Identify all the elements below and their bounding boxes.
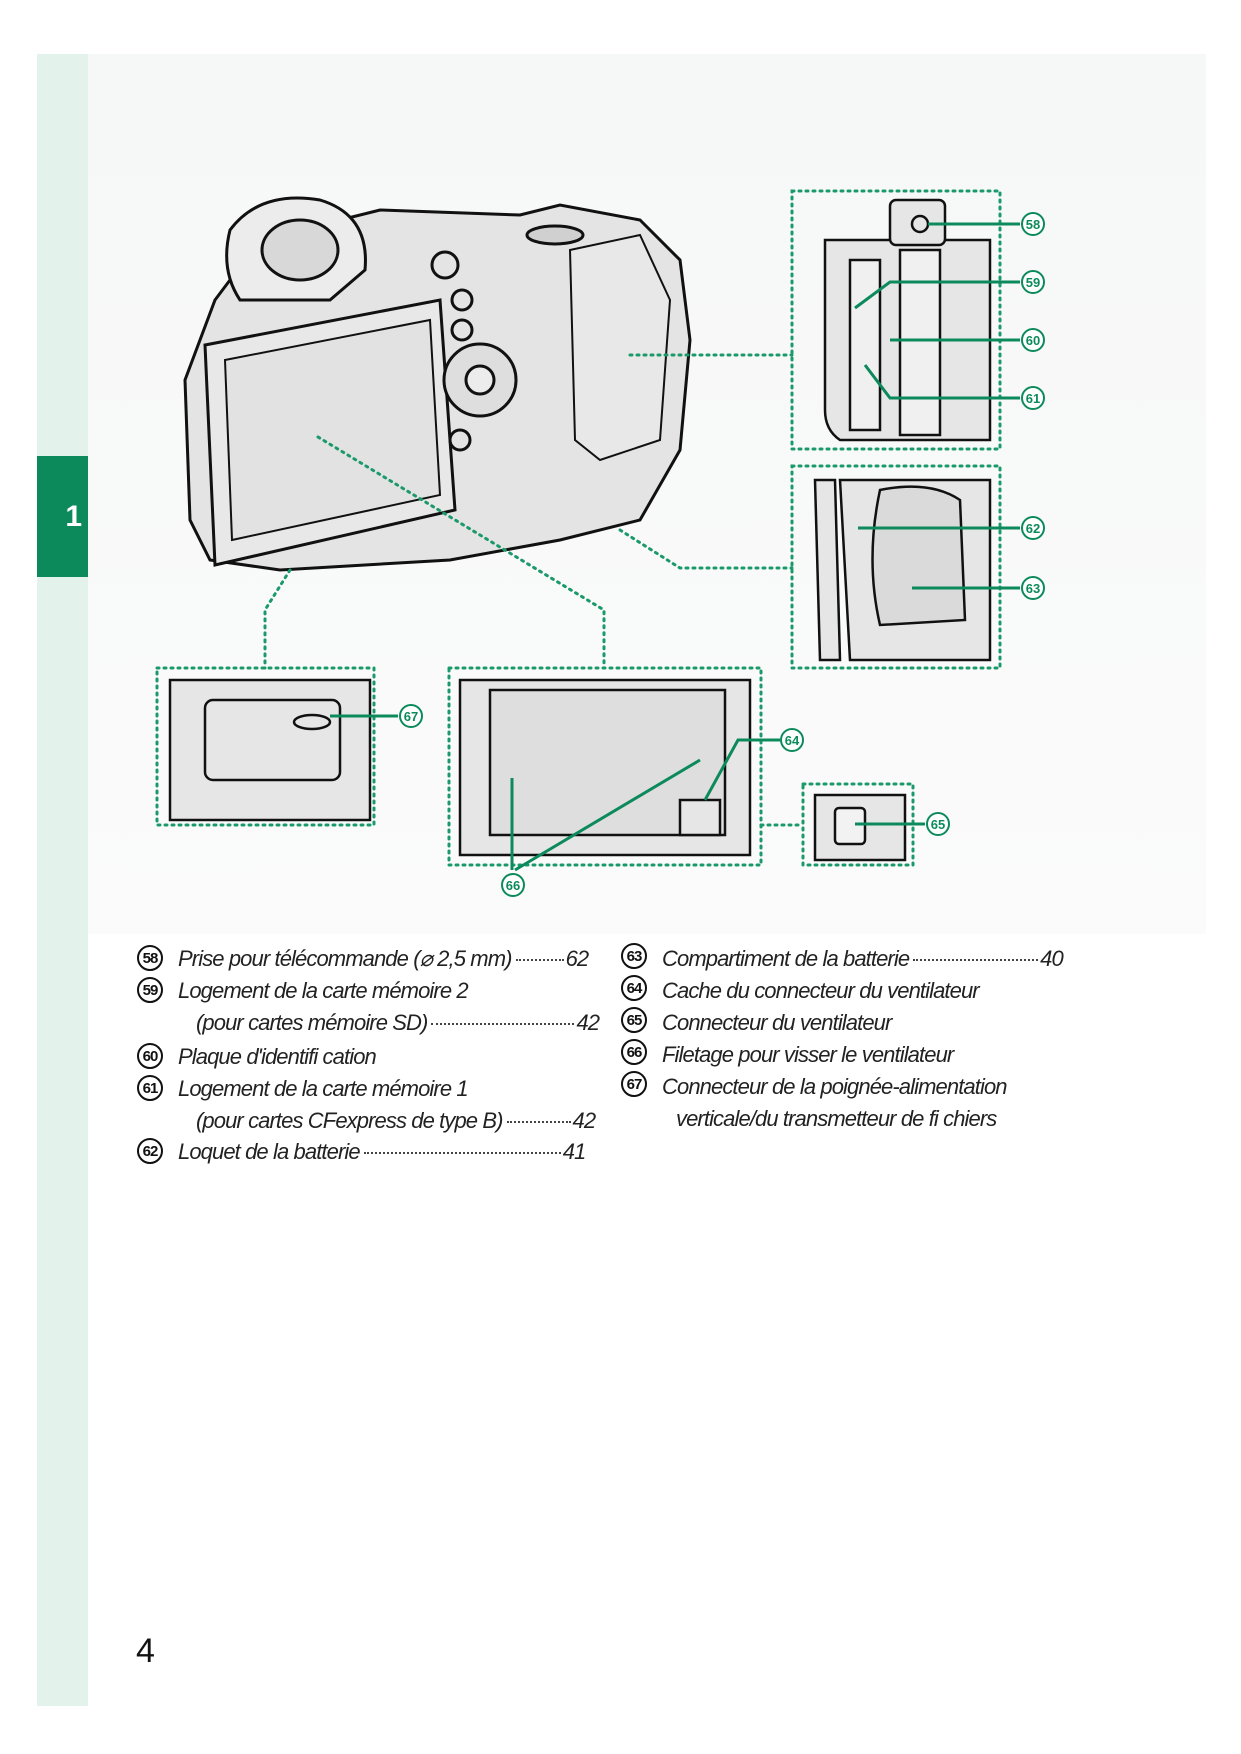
legend-item-61: Logement de la carte mémoire 1: [178, 1076, 469, 1101]
callout-67: 67: [404, 709, 418, 724]
item-number: 59: [137, 977, 163, 1003]
legend-item-61-cont: (pour cartes CFexpress de type B) 42: [196, 1108, 597, 1134]
item-text: Loquet de la batterie: [178, 1139, 361, 1164]
item-text: (pour cartes mémoire SD): [196, 1010, 428, 1035]
legend-item-58: Prise pour télécommande (⌀ 2,5 mm) 62: [178, 946, 590, 972]
callout-59: 59: [1026, 275, 1040, 290]
leader-dots: [363, 1152, 561, 1154]
item-number: 58: [137, 945, 163, 971]
item-text: Compartiment de la batterie: [662, 946, 910, 971]
legend-item-62: Loquet de la batterie 41: [178, 1139, 587, 1165]
callout-61: 61: [1026, 391, 1040, 406]
page-ref: 62: [565, 946, 590, 971]
leader-dots: [913, 959, 1039, 961]
callout-58: 58: [1026, 217, 1040, 232]
leader-dots: [431, 1023, 575, 1025]
leader-dots: [515, 959, 564, 961]
callout-markers: 58 59 60 61 62 63 64 65 66 67: [399, 212, 1045, 897]
camera-rear-illustration: 58 59 60 61 62 63 64 65 66 67: [155, 189, 1045, 897]
leader-dotted-lines: [155, 189, 1002, 867]
page-ref: 42: [572, 1108, 597, 1133]
legend-item-60: Plaque d'identifi cation: [178, 1044, 377, 1069]
item-number: 63: [621, 943, 647, 969]
callout-62: 62: [1026, 521, 1040, 536]
page-ref: 40: [1040, 946, 1064, 971]
item-number: 62: [137, 1138, 163, 1164]
camera-body: [183, 196, 692, 572]
callout-64: 64: [785, 733, 800, 748]
callout-65: 65: [931, 817, 945, 832]
callout-63: 63: [1026, 581, 1040, 596]
chapter-sidebar-strip: [37, 54, 88, 1706]
legend-item-59-cont: (pour cartes mémoire SD) 42: [196, 1010, 600, 1036]
callout-66: 66: [506, 878, 520, 893]
legend-item-65: Connecteur du ventilateur: [662, 1010, 892, 1035]
callout-60: 60: [1026, 333, 1040, 348]
chapter-tab[interactable]: 1: [37, 456, 88, 577]
legend-item-64: Cache du connecteur du ventilateur: [662, 978, 980, 1003]
item-number: 61: [137, 1075, 163, 1101]
leader-dots: [506, 1121, 571, 1123]
item-text: Prise pour télécommande (⌀ 2,5 mm): [178, 946, 512, 971]
item-text: (pour cartes CFexpress de type B): [196, 1108, 503, 1133]
callout-lines: [330, 222, 1020, 872]
legend-item-66: Filetage pour visser le ventilateur: [662, 1042, 954, 1067]
page-ref: 41: [562, 1139, 587, 1164]
item-number: 66: [621, 1039, 647, 1065]
item-number: 64: [621, 975, 647, 1001]
legend-item-63: Compartiment de la batterie 40: [662, 946, 1064, 972]
item-number: 67: [621, 1071, 647, 1097]
legend-item-59: Logement de la carte mémoire 2: [178, 978, 469, 1003]
item-number: 60: [137, 1043, 163, 1069]
chapter-number: 1: [65, 499, 82, 533]
item-number: 65: [621, 1007, 647, 1033]
page-ref: 42: [576, 1010, 600, 1035]
legend-item-67: Connecteur de la poignée-alimentation: [662, 1074, 1008, 1099]
legend-item-67-cont: verticale/du transmetteur de fi chiers: [676, 1106, 997, 1131]
page-number: 4: [136, 1632, 155, 1670]
